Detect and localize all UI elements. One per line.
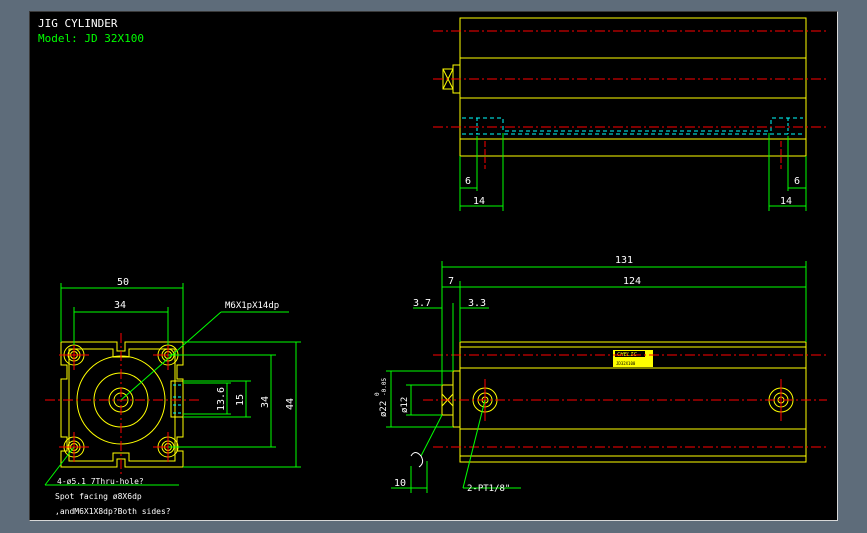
dim-side-3-7: 3.7 [413,298,431,309]
dim-top-left-6: 6 [465,176,471,187]
cad-drawing: JIG CYLINDER Model: JD 32X100 [38,17,827,516]
dim-end-bolt-34: 34 [114,300,126,311]
dim-side-124: 124 [623,276,641,287]
label-model: JD32X100 [616,361,636,366]
side-view: CHELIC JD32X100 [374,255,827,494]
top-view: 6 14 6 14 [433,17,827,211]
note-hole-line3: ,andM6X1X8dp?Both sides? [55,507,171,516]
top-view-body [459,17,807,157]
dim-end-13-6: 13.6 [216,387,227,411]
cad-viewport[interactable]: JIG CYLINDER Model: JD 32X100 [29,11,838,521]
dim-side-3-3: 3.3 [468,298,486,309]
dim-side-131: 131 [615,255,633,266]
note-hole-line1: 4-ø5.1 7Thru-hole? [57,477,144,486]
dim-side-7: 7 [448,276,454,287]
dim-side-thread-dia: ø12 [400,397,410,413]
dim-side-rod-dia: ø22 [379,401,389,417]
drawing-model: Model: JD 32X100 [38,32,144,45]
top-view-hidden-slot [462,117,803,132]
dim-end-width-50: 50 [117,277,129,288]
drawing-title: JIG CYLINDER [38,17,118,30]
dim-side-rod-tol: -0.05 [381,378,388,396]
end-view: 50 34 M6X1pX14dp 13.6 15 34 44 4-ø5.1 7T… [44,277,301,516]
dim-end-34: 34 [260,396,271,408]
dim-top-right-6: 6 [794,176,800,187]
callout-port: 2-PT1/8" [467,484,510,494]
dim-top-left-14: 14 [473,196,485,207]
dim-end-44: 44 [285,398,296,410]
note-hole-line2: Spot facing ø8X6dp [55,492,142,501]
callout-thread: M6X1pX14dp [225,301,279,311]
dim-side-rod-tol-zero: 0 [374,392,381,396]
dim-side-10: 10 [394,478,406,489]
dim-end-15: 15 [235,394,246,406]
dim-top-right-14: 14 [780,196,792,207]
